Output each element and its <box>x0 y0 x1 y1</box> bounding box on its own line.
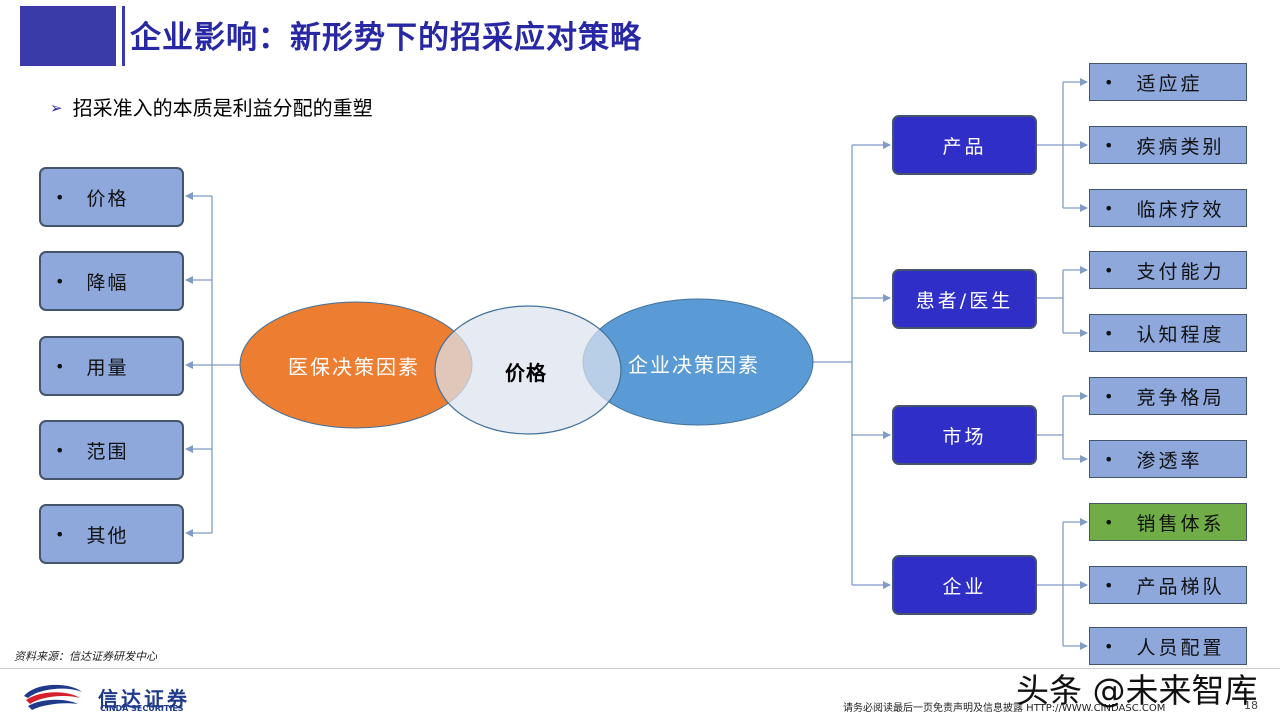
mid-node-patient-doctor: 患者/医生 <box>892 269 1037 329</box>
footer-divider <box>0 668 1280 669</box>
title-accent-block <box>20 6 116 66</box>
right-item-box: •疾病类别 <box>1089 126 1247 164</box>
right-item-box: •渗透率 <box>1089 440 1247 478</box>
right-item-label: 渗透率 <box>1136 449 1203 472</box>
arrow-bullet-icon: ➢ <box>50 99 63 117</box>
left-item-label: 用量 <box>86 356 129 379</box>
intro-bullet: ➢ 招采准入的本质是利益分配的重塑 <box>50 92 373 121</box>
venn-left-label: 医保决策因素 <box>288 355 420 379</box>
left-item-label: 范围 <box>86 440 129 463</box>
right-item-label: 临床疗效 <box>1136 198 1225 221</box>
right-item-label: 支付能力 <box>1136 260 1225 283</box>
mid-node-enterprise: 企业 <box>892 555 1037 615</box>
venn-center-ellipse <box>434 305 622 435</box>
left-item-box: •降幅 <box>39 251 184 311</box>
left-item-box: •价格 <box>39 167 184 227</box>
source-note: 资料来源：信达证券研发中心 <box>14 650 157 663</box>
right-item-box: •竞争格局 <box>1089 377 1247 415</box>
right-item-label: 产品梯队 <box>1136 575 1225 598</box>
right-item-label: 销售体系 <box>1136 512 1225 535</box>
venn-center-label: 价格 <box>505 361 547 385</box>
right-item-label: 适应症 <box>1136 72 1203 95</box>
left-item-label: 其他 <box>86 524 129 547</box>
right-item-label: 认知程度 <box>1136 323 1225 346</box>
title-separator <box>122 6 125 66</box>
logo-text-en: CINDA SECURITIES <box>100 704 184 713</box>
right-item-box: •临床疗效 <box>1089 189 1247 227</box>
venn-right-label: 企业决策因素 <box>628 353 760 377</box>
disclaimer: 请务必阅读最后一页免责声明及信息披露 HTTP://WWW.CINDASC.CO… <box>843 703 1166 714</box>
right-item-label: 疾病类别 <box>1136 135 1225 158</box>
left-item-box: •其他 <box>39 504 184 564</box>
right-item-box-highlight: •销售体系 <box>1089 503 1247 541</box>
left-item-box: •用量 <box>39 336 184 396</box>
left-item-box: •范围 <box>39 420 184 480</box>
watermark: 头条 @未来智库 <box>1016 671 1258 710</box>
right-item-box: •人员配置 <box>1089 627 1247 665</box>
right-item-box: •适应症 <box>1089 63 1247 101</box>
right-item-label: 人员配置 <box>1136 636 1225 659</box>
mid-node-market: 市场 <box>892 405 1037 465</box>
intro-text: 招采准入的本质是利益分配的重塑 <box>72 96 373 120</box>
right-item-label: 竞争格局 <box>1136 386 1225 409</box>
left-item-label: 价格 <box>86 187 129 210</box>
page-title: 企业影响：新形势下的招采应对策略 <box>130 20 642 56</box>
right-item-box: •产品梯队 <box>1089 566 1247 604</box>
page-number: 18 <box>1244 699 1258 712</box>
logo-text-cn: 信达证券 <box>98 687 190 711</box>
mid-node-product: 产品 <box>892 115 1037 175</box>
right-item-box: •认知程度 <box>1089 314 1247 352</box>
cinda-logo-icon <box>24 684 82 710</box>
right-item-box: •支付能力 <box>1089 251 1247 289</box>
left-item-label: 降幅 <box>86 271 129 294</box>
